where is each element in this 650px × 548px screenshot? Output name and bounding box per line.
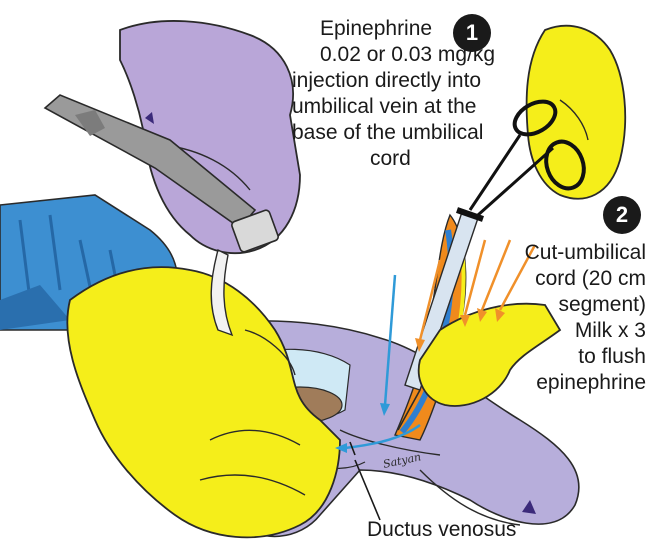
step-2-line-4: Milk x 3 [500, 318, 646, 344]
step-1-line-3: injection directly into [282, 68, 492, 94]
step-2-line-3: segment) [500, 292, 646, 318]
step-2-badge: 2 [603, 196, 641, 234]
step-2-line-6: epinephrine [500, 370, 646, 396]
step-1-line-2: 0.02 or 0.03 mg/kg [282, 42, 492, 68]
step-2-line-2: cord (20 cm [500, 266, 646, 292]
step-2-line-1: Cut-umbilical [500, 240, 646, 266]
step-1-text: Epinephrine 0.02 or 0.03 mg/kg injection… [282, 16, 492, 172]
step-2-line-5: to flush [500, 344, 646, 370]
step-1-line-5: base of the umbilical [282, 120, 492, 146]
upper-right-glove [527, 26, 626, 199]
step-1-line-4: umbilical vein at the [282, 94, 492, 120]
step-1-line-6: cord [282, 146, 492, 172]
ductus-venosus-label: Ductus venosus [367, 517, 516, 543]
left-glove [67, 267, 340, 537]
step-1-line-1: Epinephrine [282, 16, 492, 42]
step-2-text: Cut-umbilical cord (20 cm segment) Milk … [500, 240, 646, 396]
